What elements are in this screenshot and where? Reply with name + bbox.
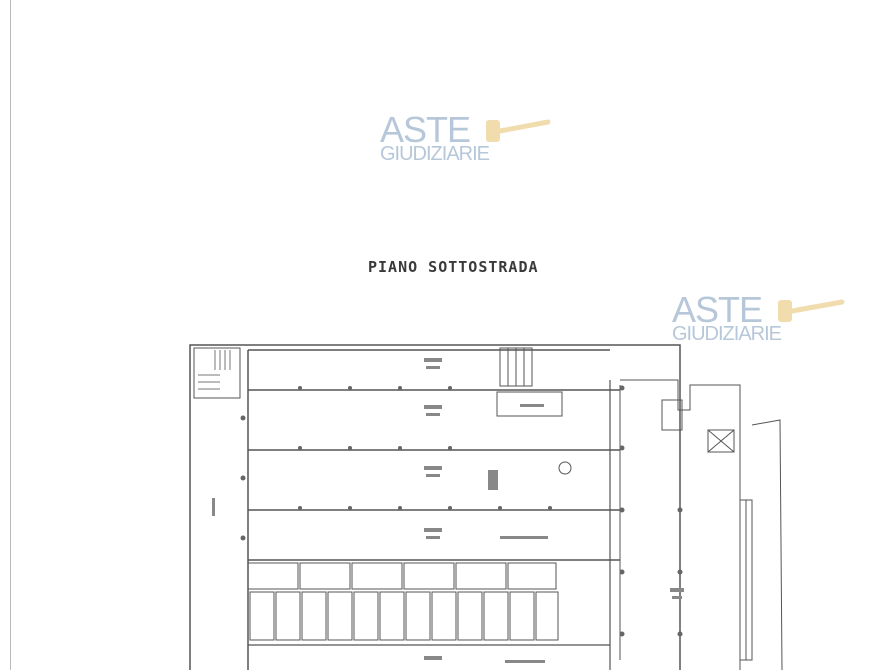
- watermark-line1: ASTE: [380, 109, 471, 150]
- watermark-line2: GIUDIZIARIE: [380, 143, 490, 165]
- plan-title: PIANO SOTTOSTRADA: [368, 258, 539, 276]
- watermark-line2-b: GIUDIZIARIE: [672, 323, 782, 345]
- watermark-line1-b: ASTE: [672, 289, 763, 330]
- watermark-logo-top: ASTE GIUDIZIARIE: [380, 109, 490, 165]
- gavel-icon: [486, 119, 551, 142]
- gavel-icon-2: [778, 299, 845, 322]
- page-border: [10, 0, 11, 670]
- watermark-logo-right: ASTE GIUDIZIARIE: [672, 289, 782, 345]
